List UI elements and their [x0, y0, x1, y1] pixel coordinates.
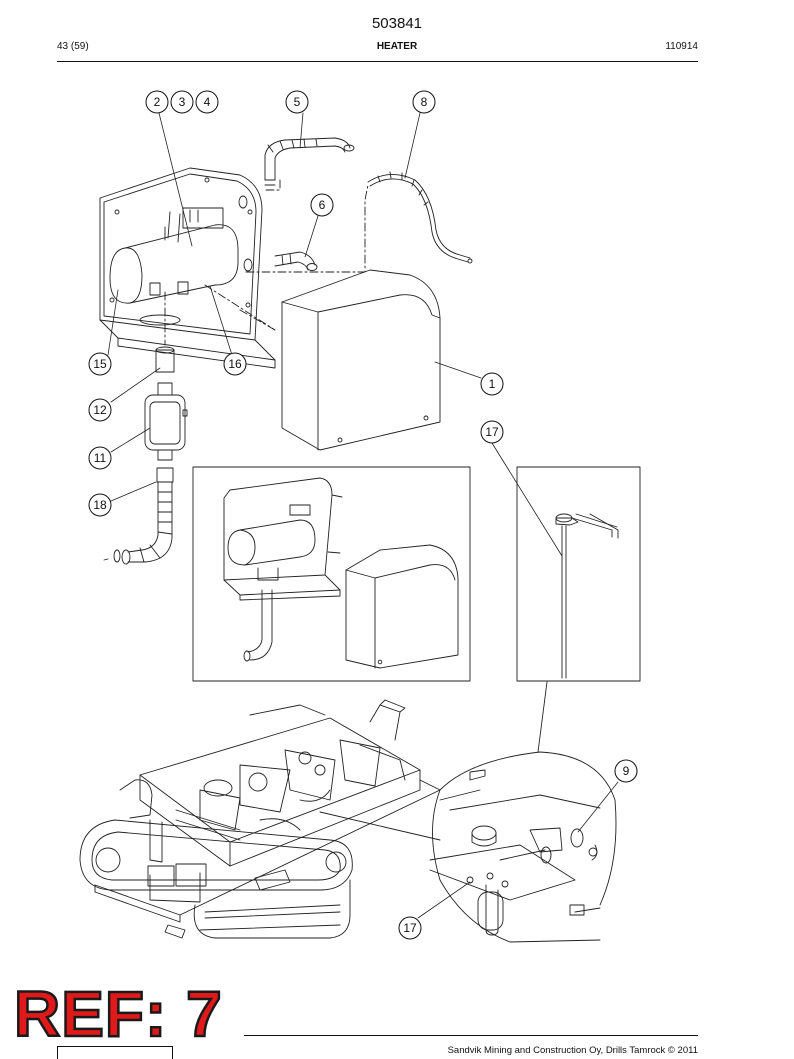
callout-bubbles [88, 90, 638, 940]
ref-stamp: REF: 7 [13, 978, 223, 1050]
callout-label: 9 [623, 764, 630, 778]
callout-label: 12 [93, 403, 107, 417]
header-rule [57, 61, 698, 62]
callout-label: 1 [489, 377, 496, 391]
callout-bubble [170, 90, 194, 114]
page-number: 43 (59) [57, 41, 89, 52]
callout-label: 18 [93, 498, 107, 512]
heater-bracket [99, 167, 276, 369]
date-code: 110914 [665, 41, 698, 52]
callout-bubble [88, 493, 112, 517]
heater-cover-part-1 [281, 269, 441, 451]
magnified-detail-view [429, 751, 617, 943]
callout-bubble [195, 90, 219, 114]
callout-label: 11 [94, 451, 107, 465]
callout-bubble [614, 759, 638, 783]
callout-label: 8 [421, 95, 428, 109]
hose-part-6 [274, 251, 318, 271]
callout-bubble [88, 352, 112, 376]
callout-bubble [88, 446, 112, 470]
callout-leaders [107, 112, 619, 919]
callout-bubble [398, 916, 422, 940]
exhaust-pipe-part-18 [103, 467, 174, 565]
exhaust-coupling-part-12 [155, 346, 175, 373]
inset-assembled-view [192, 466, 471, 682]
assembly-centerlines [164, 179, 369, 346]
callout-label: 6 [319, 198, 326, 212]
callout-bubble [480, 420, 504, 444]
section-title: HEATER [376, 41, 418, 52]
footer-copyright: Sandvik Mining and Construction Oy, Dril… [447, 1045, 698, 1056]
callout-label: 3 [179, 95, 186, 109]
heater-unit [109, 207, 239, 304]
callout-bubble [285, 90, 309, 114]
callout-bubble [145, 90, 169, 114]
hose-part-5 [264, 137, 355, 186]
callout-label: 17 [485, 425, 499, 439]
silencer-part-11 [144, 382, 188, 461]
cable-part-8 [367, 171, 473, 264]
callout-bubble [223, 352, 247, 376]
callout-label: 17 [403, 921, 417, 935]
callout-label: 2 [154, 95, 161, 109]
callout-bubble [412, 90, 436, 114]
detail-leader-lines [319, 681, 548, 841]
inset-sensor-view [516, 466, 641, 682]
callout-bubble [310, 193, 334, 217]
callout-labels: 2 3 4 5 8 6 15 16 1 12 17 11 18 9 17 [93, 95, 629, 935]
callout-label: 15 [93, 357, 107, 371]
document-number: 503841 [371, 15, 423, 32]
callout-bubble [88, 398, 112, 422]
drill-rig-machine [79, 699, 441, 939]
callout-label: 4 [204, 95, 211, 109]
callout-label: 16 [228, 357, 242, 371]
callout-bubble [480, 372, 504, 396]
footer-rule [244, 1035, 698, 1036]
callout-label: 5 [294, 95, 301, 109]
